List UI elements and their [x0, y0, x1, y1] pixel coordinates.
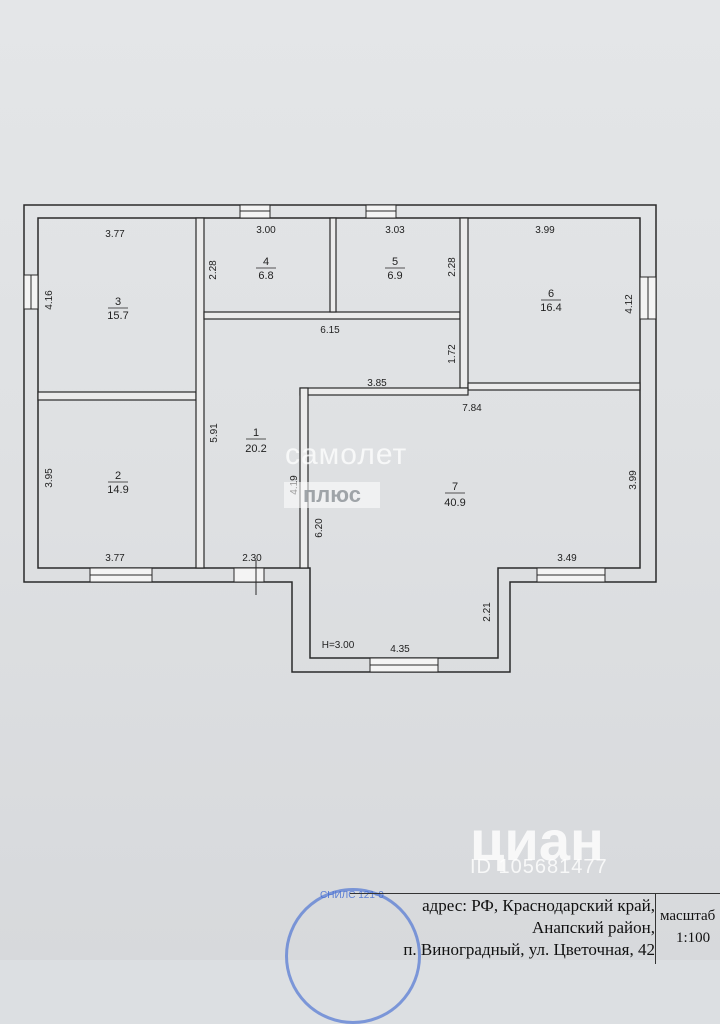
samolet-watermark: самолет: [285, 438, 408, 471]
dim-hall-bottom: 3.85: [367, 378, 387, 389]
room-4-number: 4: [263, 256, 269, 268]
address-block: адрес: РФ, Краснодарский край, Анапский …: [350, 895, 655, 961]
document-sheet: [0, 0, 720, 960]
dim-room2-side: 3.95: [44, 468, 55, 488]
dim-room6-top: 3.99: [535, 225, 555, 236]
address-line-2: Анапский район,: [531, 918, 655, 937]
room-6-area: 16.4: [540, 302, 561, 314]
room-4-area: 6.8: [258, 270, 273, 282]
samolet-plus-watermark: плюс: [284, 482, 380, 508]
address-line-1: адрес: РФ, Краснодарский край,: [422, 896, 655, 915]
dim-entrance: 2.30: [242, 553, 262, 564]
dim-room7-bay-side: 2.21: [482, 602, 493, 622]
dim-room6-side: 4.12: [624, 294, 635, 314]
wall-room3-room2: [37, 391, 197, 401]
room-1-number: 1: [253, 427, 259, 439]
seal-stamp-text: СНИЛС 121-0: [320, 890, 384, 901]
dim-room7-top: 7.84: [462, 403, 482, 414]
dim-room4-side: 2.28: [208, 260, 219, 280]
room-6-number: 6: [548, 288, 554, 300]
room-3-number: 3: [115, 296, 121, 308]
dim-room4-top: 3.00: [256, 225, 276, 236]
wall-room6-left: [459, 217, 469, 389]
wall-hall-room7-top: [299, 387, 469, 396]
ceiling-height: H=3.00: [322, 640, 355, 651]
room-2-area: 14.9: [107, 484, 128, 496]
dim-room5-top: 3.03: [385, 225, 405, 236]
wall-rooms4-5-bottom: [203, 311, 461, 320]
dim-room3-top: 3.77: [105, 229, 125, 240]
dim-room7-left: 6.20: [314, 518, 325, 538]
scale-value: 1:100: [676, 930, 711, 946]
room-7-number: 7: [452, 481, 458, 493]
dim-room7-right: 3.99: [628, 470, 639, 490]
wall-left-vertical: [195, 217, 205, 569]
room-5-number: 5: [392, 256, 398, 268]
dim-hall-side: 5.91: [209, 423, 220, 443]
dim-room5-side: 2.28: [447, 257, 458, 277]
dim-room7-bottom-right: 3.49: [557, 553, 577, 564]
floor-plan: 3 15.7 2 14.9 4 6.8 5 6.9 6 16.4 1 20.2 …: [23, 204, 657, 673]
wall-room6-bottom: [467, 382, 641, 391]
title-block-border: [350, 893, 655, 894]
room-1-area: 20.2: [245, 443, 266, 455]
room-5-area: 6.9: [387, 270, 402, 282]
dim-hall-short: 1.72: [447, 344, 458, 364]
dim-room3-side: 4.16: [44, 290, 55, 310]
room-2-number: 2: [115, 470, 121, 482]
wall-room4-room5: [329, 217, 337, 313]
address-line-3: п. Виноградный, ул. Цветочная, 42: [403, 940, 655, 959]
entrance-door: [233, 567, 265, 583]
cian-id-watermark: ID 105681477: [470, 856, 608, 878]
dim-room2-bottom: 3.77: [105, 553, 125, 564]
dim-hall-top: 6.15: [320, 325, 340, 336]
room-3-area: 15.7: [107, 310, 128, 322]
room-7-area: 40.9: [444, 497, 465, 509]
dim-room7-bottom: 4.35: [390, 644, 410, 655]
wall-hall-room7-side: [299, 387, 309, 569]
scale-label: масштаб: [660, 908, 716, 924]
cian-watermark: циан: [470, 809, 604, 872]
scale-box: [655, 893, 720, 964]
